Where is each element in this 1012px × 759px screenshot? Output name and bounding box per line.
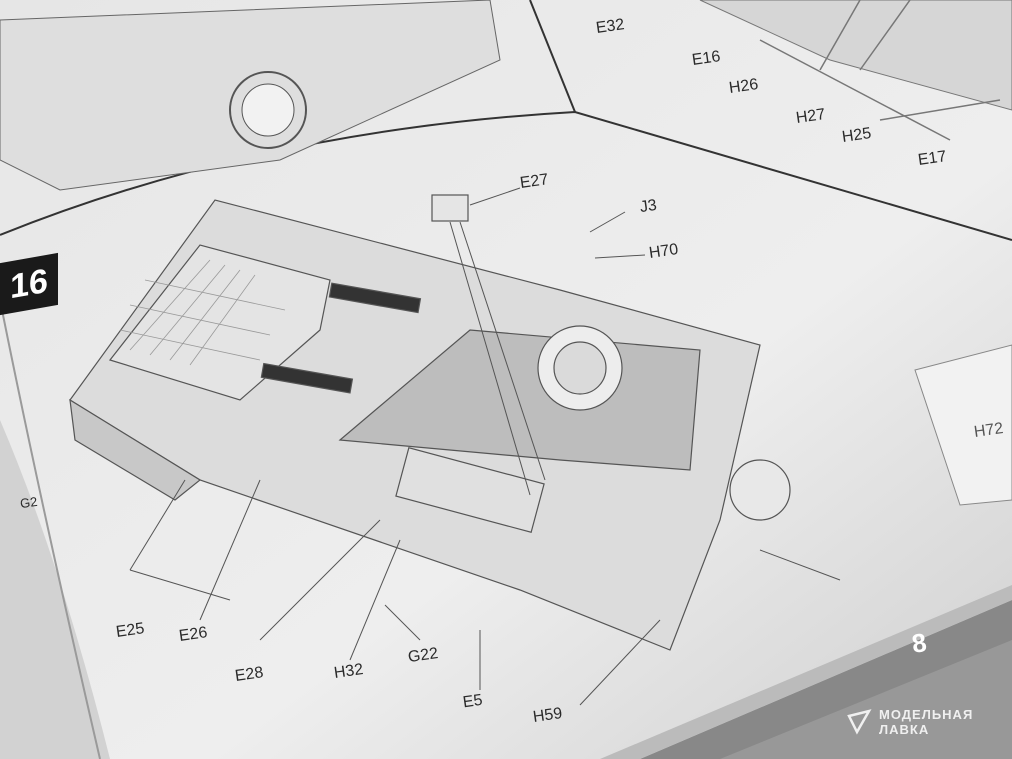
- inset-panel: [914, 344, 1012, 506]
- watermark-logo-icon: [847, 709, 872, 735]
- step-number-badge: 16: [0, 252, 58, 316]
- part-label-g2: G2: [19, 493, 39, 512]
- previous-step-parts: [699, 0, 1012, 111]
- left-page-edge: [0, 420, 110, 759]
- hull-assembly: [69, 194, 791, 651]
- part-label-j3: J3: [638, 196, 658, 217]
- watermark-line2: ЛАВКА: [879, 722, 930, 737]
- leader-lines: [129, 187, 841, 706]
- part-label-e5: E5: [461, 691, 484, 712]
- watermark-line1: МОДЕЛЬНАЯ: [879, 707, 974, 722]
